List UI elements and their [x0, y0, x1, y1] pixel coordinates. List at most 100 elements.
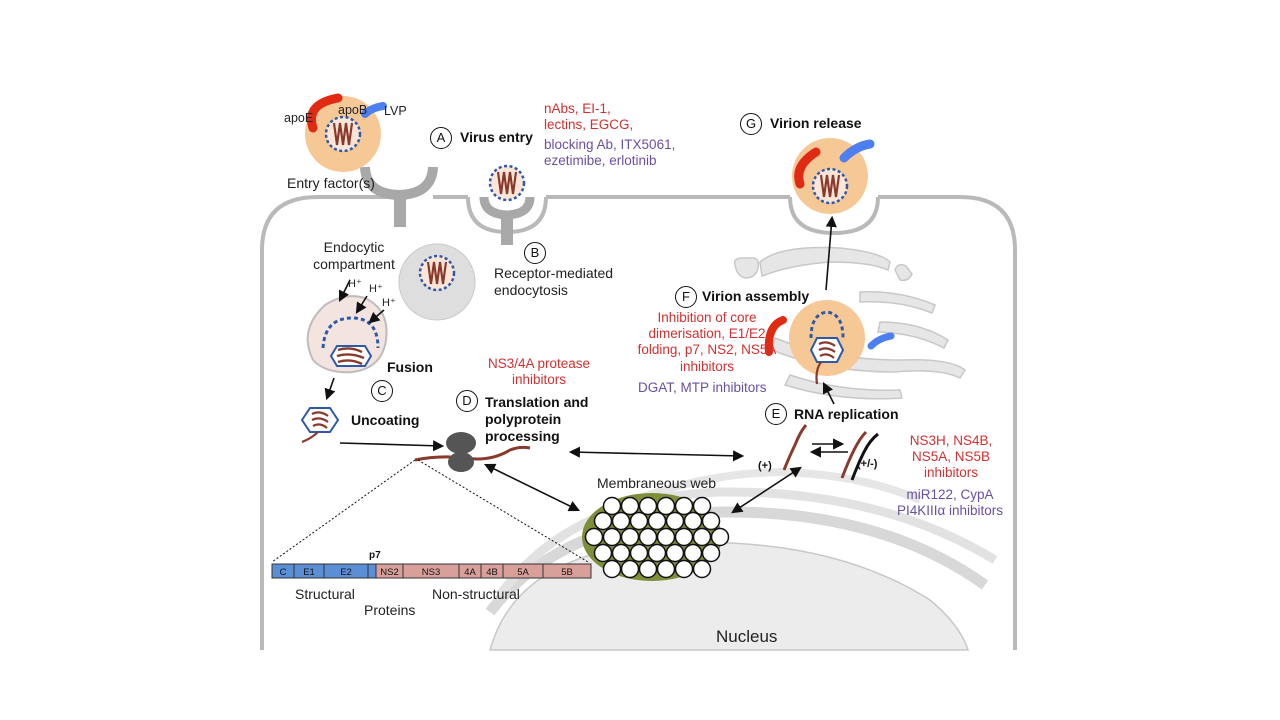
release-bud	[788, 196, 880, 236]
gene-label-p7: p7	[369, 550, 381, 561]
endocytic-label: Endocytic compartment	[313, 239, 395, 272]
assembly-virion	[764, 300, 895, 385]
web-vesicle	[692, 559, 712, 579]
web-vesicle	[584, 527, 604, 547]
web-vesicle	[647, 511, 667, 531]
step-d-badge: D	[456, 390, 478, 412]
web-vesicle	[692, 527, 712, 547]
gene-segment-p7	[367, 563, 377, 579]
step-f-title: Virion assembly	[702, 288, 810, 304]
web-vesicle	[602, 496, 622, 516]
gene-label-ns3: NS3	[422, 567, 440, 578]
step-a-badge: A	[430, 127, 452, 149]
web-vesicle	[665, 511, 685, 531]
web-vesicle	[656, 527, 676, 547]
web-vesicle	[656, 496, 676, 516]
web-vesicle	[611, 511, 631, 531]
gene-segment-5b	[542, 563, 592, 579]
step-g-title: Virion release	[770, 115, 862, 131]
gene-label-4a: 4A	[464, 567, 476, 578]
gene-label-4b: 4B	[486, 567, 498, 578]
web-vesicle	[710, 527, 730, 547]
assembly-inhibitors-red: Inhibition of core dimerisation, E1/E2 f…	[637, 310, 777, 374]
nucleus-label: Nucleus	[716, 627, 778, 646]
gene-label-c: C	[280, 567, 287, 578]
assembly-inhibitors-purple: DGAT, MTP inhibitors	[638, 380, 767, 395]
step-e-badge: E	[765, 403, 787, 425]
polyprotein-bar: C E1 E2 NS2 NS3 4A 4B 5A 5B	[271, 563, 592, 579]
er-stacks	[733, 246, 966, 400]
fusion-label: Fusion	[387, 359, 433, 375]
proton-label-2: H⁺	[369, 283, 383, 295]
apoB-label: apoB	[338, 103, 368, 117]
web-vesicle	[647, 543, 667, 563]
step-f-badge: F	[675, 286, 697, 308]
nonstructural-label: Non-structural	[432, 586, 520, 602]
structural-label: Structural	[295, 586, 355, 602]
proton-label-3: H⁺	[382, 297, 396, 309]
web-vesicle	[602, 527, 622, 547]
step-b-badge: B	[524, 242, 546, 264]
step-g-badge: G	[740, 113, 762, 135]
entry-factor-receptor	[360, 166, 438, 227]
gene-label-ns2: NS2	[380, 567, 398, 578]
web-vesicle	[593, 511, 613, 531]
plusminus-strand-label: (+/-)	[857, 458, 878, 470]
gene-label-5a: 5A	[517, 567, 529, 578]
web-vesicle	[611, 543, 631, 563]
web-vesicle	[674, 496, 694, 516]
web-vesicle	[692, 496, 712, 516]
replication-inhibitors-purple: miR122, CypA PI4KIIIα inhibitors	[896, 487, 1004, 519]
web-vesicle	[602, 559, 622, 579]
ribosome	[414, 432, 531, 472]
fusion-vesicle	[306, 295, 388, 374]
web-vesicle	[638, 496, 658, 516]
web-vesicle	[629, 511, 649, 531]
web-vesicle	[629, 543, 649, 563]
web-vesicle	[593, 543, 613, 563]
endocytic-compartment	[398, 243, 476, 321]
step-e-title: RNA replication	[794, 406, 899, 422]
web-vesicle	[620, 527, 640, 547]
entry-inhibitors-purple: blocking Ab, ITX5061, ezetimibe, erlotin…	[544, 137, 676, 169]
web-vesicle	[656, 559, 676, 579]
uncoating-capsid	[300, 407, 340, 444]
proteins-label: Proteins	[364, 602, 416, 618]
entry-factors-label: Entry factor(s)	[287, 175, 375, 191]
released-virion	[792, 138, 875, 214]
plus-strand-label: (+)	[758, 460, 772, 472]
web-vesicle	[638, 559, 658, 579]
entry-inhibitors-red: nAbs, EI-1, lectins, EGCG,	[544, 101, 634, 133]
web-vesicle	[683, 511, 703, 531]
gene-label-e2: E2	[340, 567, 352, 578]
web-vesicle	[620, 559, 640, 579]
web-vesicle	[638, 527, 658, 547]
protease-inhibitors: NS3/4A protease inhibitors	[487, 356, 591, 388]
cell-membrane	[260, 195, 1017, 650]
web-vesicle	[701, 543, 721, 563]
pit-receptor	[479, 196, 535, 245]
web-vesicle	[701, 511, 721, 531]
lipoviroparticle	[305, 93, 387, 172]
lvp-label: LVP	[384, 104, 407, 118]
web-vesicle	[674, 527, 694, 547]
uncoating-label: Uncoating	[351, 412, 420, 428]
gene-label-5b: 5B	[561, 567, 573, 578]
web-vesicle	[620, 496, 640, 516]
web-vesicle	[674, 559, 694, 579]
membranous-web	[582, 493, 730, 581]
membranous-web-label: Membraneous web	[597, 475, 717, 491]
replication-strands	[782, 424, 879, 481]
proton-label-1: H⁺	[348, 278, 362, 290]
web-vesicle	[665, 543, 685, 563]
process-arrows	[324, 215, 848, 514]
step-c-badge: C	[371, 380, 393, 402]
apoE-label: apoE	[284, 111, 314, 125]
pit-virion	[488, 164, 526, 202]
replication-inhibitors-red: NS3H, NS4B, NS5A, NS5B inhibitors	[909, 433, 993, 481]
web-vesicle	[683, 543, 703, 563]
step-d-title: Translation and polyprotein processing	[485, 394, 589, 444]
gene-label-e1: E1	[303, 567, 315, 578]
